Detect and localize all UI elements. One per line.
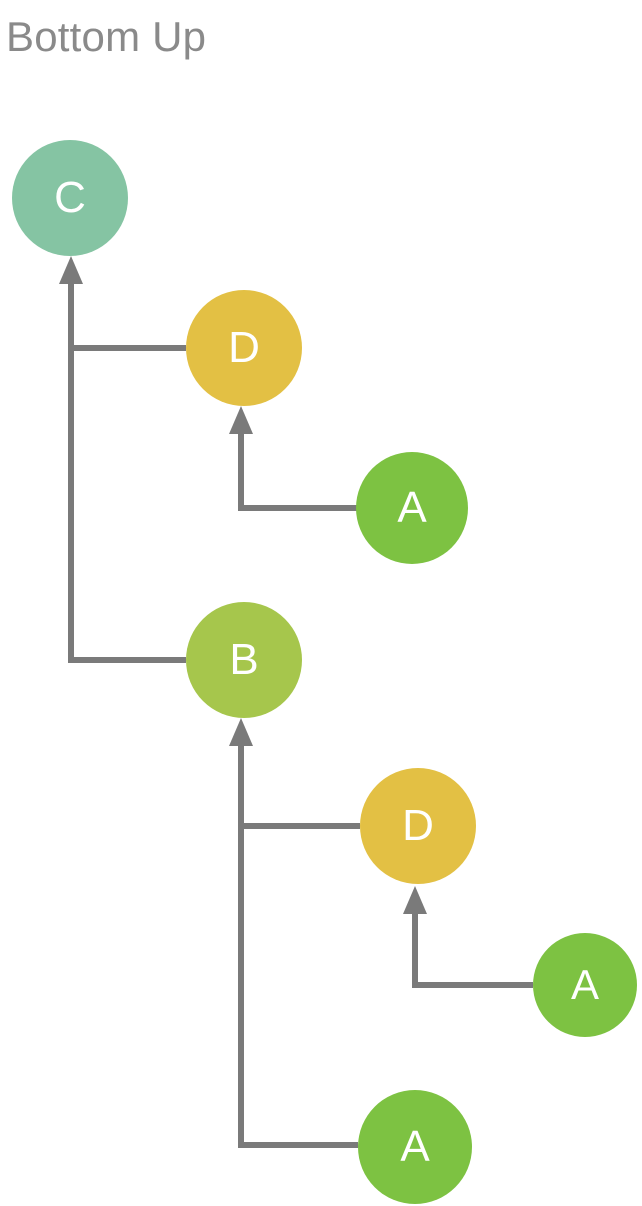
edge-d-upper-to-c	[59, 256, 186, 351]
edge-line	[68, 272, 186, 663]
edge-line	[68, 272, 186, 351]
edge-line	[238, 422, 366, 511]
edge-a-bottom-to-b	[238, 734, 358, 1148]
node-a-lower-right[interactable]: A	[533, 933, 637, 1037]
node-label: A	[570, 961, 599, 1008]
node-d-lower[interactable]: D	[360, 768, 476, 884]
arrowhead-icon	[229, 718, 253, 746]
page-title: Bottom Up	[6, 13, 207, 60]
edge-d-lower-to-b	[229, 718, 360, 829]
node-label: B	[229, 635, 259, 684]
edge-a-right-to-d-lower	[403, 886, 533, 988]
edge-line	[238, 734, 360, 829]
node-label: A	[400, 1122, 430, 1171]
node-a-upper[interactable]: A	[356, 452, 468, 564]
node-label: D	[402, 801, 434, 850]
arrowhead-icon	[229, 406, 253, 434]
arrowhead-icon	[403, 886, 427, 914]
node-d-upper[interactable]: D	[186, 290, 302, 406]
edge-a-upper-to-d-upper	[229, 406, 366, 511]
node-c-root[interactable]: C	[12, 140, 128, 256]
node-a-bottom[interactable]: A	[358, 1090, 472, 1204]
node-b-mid[interactable]: B	[186, 602, 302, 718]
node-label: A	[397, 483, 427, 532]
edge-b-to-c	[68, 272, 186, 663]
node-label: C	[54, 173, 86, 222]
edge-line	[412, 902, 533, 988]
arrowhead-icon	[59, 256, 83, 284]
edge-line	[238, 734, 358, 1148]
node-label: D	[228, 323, 260, 372]
